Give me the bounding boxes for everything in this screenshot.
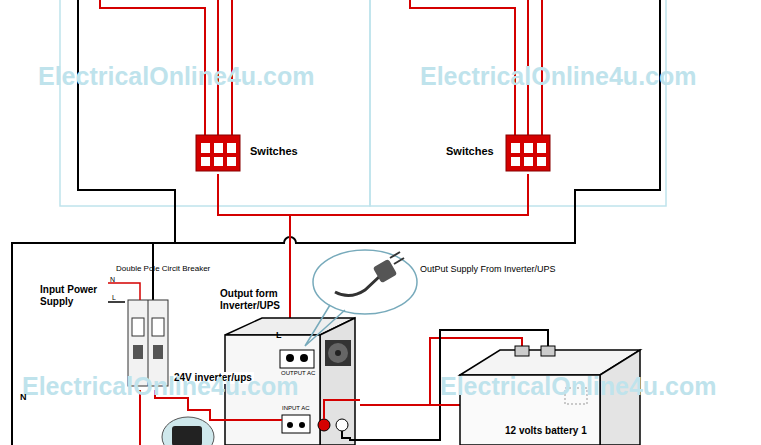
watermark: ElectricalOnline4u.com xyxy=(38,62,315,91)
wire-label: INPUT AC xyxy=(282,405,310,412)
watermark: ElectricalOnline4u.com xyxy=(22,372,299,401)
watermark: ElectricalOnline4u.com xyxy=(440,372,717,401)
breaker-symbol xyxy=(108,283,168,386)
output-callout xyxy=(305,250,417,346)
node-label: Double Pole Circit Breaker xyxy=(116,264,210,273)
node-label: Output form Inverter/UPS xyxy=(220,288,320,311)
wire-label: N xyxy=(110,276,115,284)
battery-wire xyxy=(324,400,360,419)
breaker-box: Double Pole Circit Breaker xyxy=(112,262,247,390)
wire-label: OutPut Supply From Inverter/UPS xyxy=(420,264,556,274)
wire-label: L xyxy=(112,294,116,302)
room-outline xyxy=(370,0,666,206)
node-label: Switches xyxy=(446,145,494,158)
wire-label: L xyxy=(276,330,282,340)
node-label: Switches xyxy=(250,145,298,158)
switch-box: Switches xyxy=(446,128,554,174)
power-cord xyxy=(162,417,214,445)
switch-box: Switches xyxy=(192,128,302,174)
wire xyxy=(360,404,455,406)
switch-board xyxy=(506,135,550,171)
room-outline xyxy=(60,0,370,206)
node-label: 12 volts battery 1 xyxy=(505,425,587,437)
wire xyxy=(218,174,290,288)
wire-label: N xyxy=(20,392,27,402)
wire-label: OUTPUT AC xyxy=(281,370,315,377)
watermark: ElectricalOnline4u.com xyxy=(420,62,697,91)
inverter-box: Output form Inverter/UPS24V inverter/ups xyxy=(170,288,360,445)
wire-label: Input Power Supply xyxy=(40,284,110,307)
switch-board xyxy=(196,135,240,171)
